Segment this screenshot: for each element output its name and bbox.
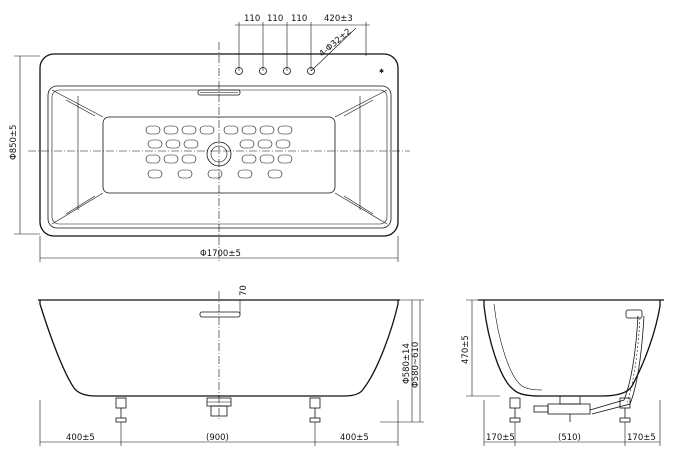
tub-inner-rim: [47, 85, 392, 229]
side-view: 470±5 170±5 (510) 170±5: [461, 299, 664, 446]
dim-front-height: Φ580±14 Φ580~610: [380, 299, 424, 423]
dim-label: 420±3: [324, 14, 353, 24]
tub-inner-rim-2: [51, 89, 388, 225]
dim-hole-spacing: 110 110 110 420±3 4-Φ32±2: [235, 14, 370, 72]
dim-side-bottom: 170±5 (510) 170±5: [483, 400, 661, 446]
faucet-hole-icon: [235, 67, 315, 75]
dim-side-height: 470±5: [461, 299, 500, 397]
svg-text:✱: ✱: [379, 68, 384, 75]
front-view: 70 400±5 (900) 400±5: [38, 285, 424, 446]
dim-label: (900): [206, 433, 229, 443]
top-view: ✱: [9, 14, 410, 262]
overflow-icon: [199, 311, 241, 318]
dim-front-bottom: 400±5 (900) 400±5: [39, 400, 399, 446]
dim-top-width: Φ850±5: [9, 55, 40, 235]
dim-label: 470±5: [461, 335, 471, 364]
dim-label: 110: [244, 14, 260, 24]
dim-label: 110: [267, 14, 283, 24]
dim-label: Φ580~610: [411, 342, 421, 388]
adjustable-foot-icon: [115, 397, 321, 423]
dim-top-length: Φ1700±5: [39, 236, 399, 262]
dim-label: Φ580±14: [402, 343, 412, 384]
dim-label: 110: [291, 14, 307, 24]
side-tub-body: [483, 300, 661, 397]
dim-label: Φ1700±5: [200, 249, 241, 259]
adjustable-foot-icon: [509, 397, 631, 423]
dim-label: 400±5: [340, 433, 369, 443]
drain-hose-icon: [533, 309, 645, 422]
dim-label: 400±5: [66, 433, 95, 443]
dim-label: Φ850±5: [9, 125, 19, 160]
dim-label: 170±5: [627, 433, 656, 443]
drain-icon: [206, 141, 232, 167]
dim-label: 170±5: [486, 433, 515, 443]
dim-label: (510): [558, 433, 581, 443]
dim-label: 70: [239, 285, 249, 296]
tub-outer-rim: [39, 53, 399, 237]
anti-slip-pad-icon: [145, 125, 293, 179]
tub-floor: [102, 116, 336, 194]
